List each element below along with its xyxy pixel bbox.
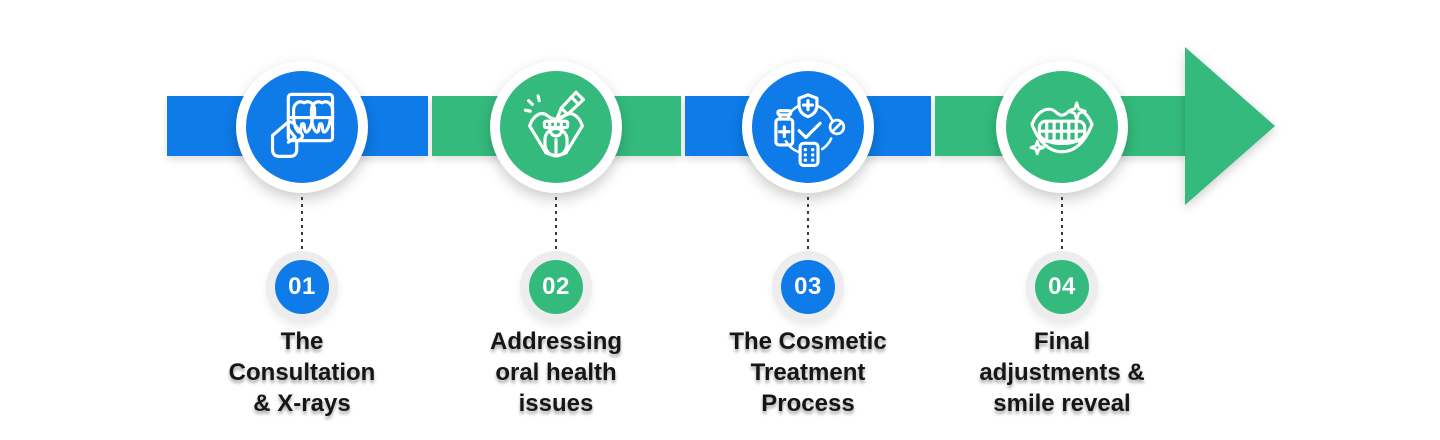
step-3-number-badge: 03 (772, 251, 844, 323)
step-4-dotted-connector (1061, 197, 1063, 249)
step-2-number: 02 (529, 260, 583, 314)
step-2: 02 Addressing oral health issues (446, 0, 666, 440)
step-1-number: 01 (275, 260, 329, 314)
mouth-dental-drill-icon (523, 90, 585, 158)
smile-sparkle-icon (1029, 101, 1094, 156)
step-1-medallion (236, 61, 368, 193)
step-3-dotted-connector (807, 197, 809, 249)
step-4-circle (1006, 71, 1118, 183)
step-4-medallion (996, 61, 1128, 193)
hand-holding-xray-icon (270, 92, 335, 158)
step-1: 01 The Consultation & X-rays (192, 0, 412, 440)
step-3: 03 The Cosmetic Treatment Process (698, 0, 918, 440)
step-1-dotted-connector (301, 197, 303, 249)
step-2-number-badge: 02 (520, 251, 592, 323)
step-2-medallion (490, 61, 622, 193)
step-4-label: Final adjustments & smile reveal (979, 328, 1145, 417)
step-3-circle (752, 71, 864, 183)
timeline-arrowhead (1185, 47, 1275, 205)
medication-process-icon (774, 93, 846, 167)
step-4-number: 04 (1035, 260, 1089, 314)
step-3-medallion (742, 61, 874, 193)
step-2-dotted-connector (555, 197, 557, 249)
step-1-circle (246, 71, 358, 183)
step-3-label: The Cosmetic Treatment Process (729, 328, 887, 417)
step-4: 04 Final adjustments & smile reveal (952, 0, 1172, 440)
step-2-circle (500, 71, 612, 183)
arrowhead-triangle-icon (1185, 47, 1275, 205)
step-2-label: Addressing oral health issues (489, 328, 623, 417)
step-1-number-badge: 01 (266, 251, 338, 323)
step-1-label: The Consultation & X-rays (228, 328, 376, 417)
step-3-number: 03 (781, 260, 835, 314)
step-4-number-badge: 04 (1026, 251, 1098, 323)
